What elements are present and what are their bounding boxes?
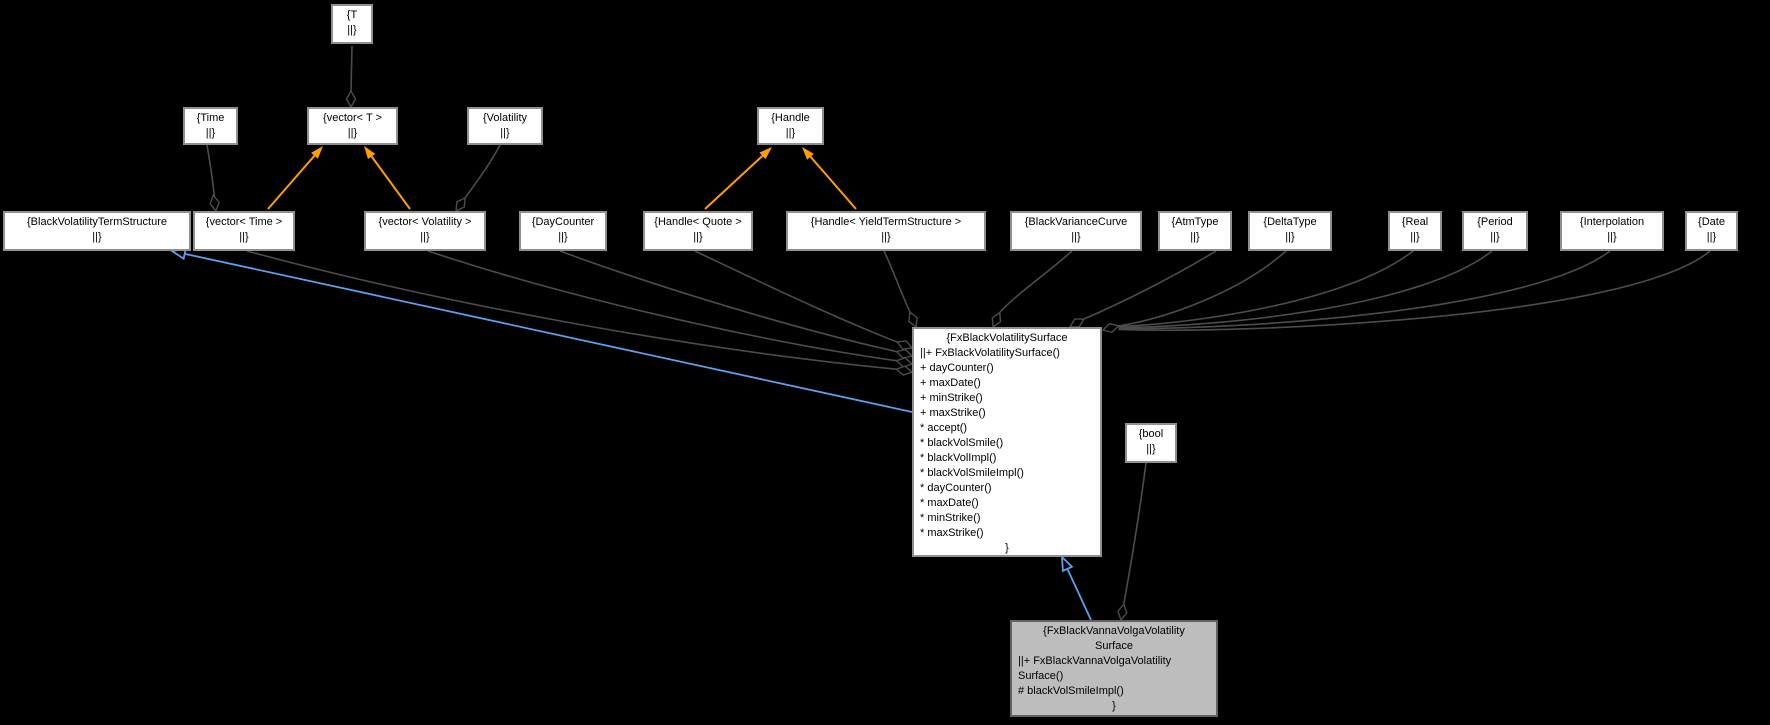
node-black-volatility-term-structure[interactable]: {BlackVolatilityTermStructure ||} (3, 211, 191, 251)
inheritance-arrowheads (169, 247, 1074, 573)
edge-handle-yts-to-handle (807, 153, 857, 210)
edge-surface-to-bvts (183, 252, 913, 413)
edge-vector-time-to-vector-t (267, 152, 318, 210)
arrowhead-handle-right (802, 147, 814, 160)
edge-atm-type-to-surface (1083, 250, 1217, 320)
inheritance-edges (183, 252, 1092, 621)
diamond-surface-left-4 (895, 340, 914, 350)
edge-black-variance-curve-to-surface (999, 250, 1073, 314)
edge-delta-type-to-surface (1118, 250, 1287, 327)
arrowhead-handle-left (759, 147, 772, 160)
diamond-surface-top-2 (991, 311, 1002, 329)
node-volatility[interactable]: {Volatility ||} (467, 107, 543, 145)
edge-bool-to-vanna-volga (1123, 462, 1147, 605)
edge-real-to-surface (1118, 250, 1414, 328)
edge-day-counter-to-surface (559, 250, 897, 353)
arrowhead-vector-t-right (364, 146, 376, 160)
edge-interpolation-to-surface (1118, 250, 1611, 330)
edge-vector-volatility-to-vector-t (369, 153, 411, 210)
aggregation-edges (206, 45, 1711, 605)
edge-period-to-surface (1118, 250, 1493, 329)
node-black-variance-curve[interactable]: {BlackVarianceCurve ||} (1010, 211, 1142, 251)
template-edges (267, 152, 857, 210)
diamond-surface-left-1 (894, 365, 914, 376)
node-delta-type[interactable]: {DeltaType ||} (1248, 211, 1332, 251)
edge-date-to-surface (1118, 250, 1711, 331)
template-arrowheads (311, 146, 814, 160)
diamond-vector-time (209, 193, 220, 213)
node-handle-quote[interactable]: {Handle< Quote > ||} (643, 211, 753, 251)
arrowhead-vector-t-left (311, 146, 323, 159)
node-real[interactable]: {Real ||} (1388, 211, 1442, 251)
diamond-surface-left-2 (894, 357, 914, 368)
node-date[interactable]: {Date ||} (1685, 211, 1738, 251)
diamond-vanna-volga-bool (1117, 602, 1128, 622)
node-day-counter[interactable]: {DayCounter ||} (519, 211, 607, 251)
edge-handle-quote-to-handle (704, 153, 766, 210)
node-period[interactable]: {Period ||} (1462, 211, 1528, 251)
diamond-surface-left-3 (895, 348, 914, 359)
node-handle-yield-term-structure[interactable]: {Handle< YieldTermStructure > ||} (786, 211, 986, 251)
node-vector-t[interactable]: {vector< T > ||} (307, 107, 398, 145)
node-fx-black-volatility-surface[interactable]: {FxBlackVolatilitySurface ||+ FxBlackVol… (912, 327, 1102, 557)
edge-handle-yts-to-surface (883, 250, 911, 313)
node-handle[interactable]: {Handle ||} (757, 107, 824, 145)
diamond-vector-volatility (455, 196, 466, 213)
node-vector-volatility[interactable]: {vector< Volatility > ||} (364, 211, 486, 251)
node-fx-black-vanna-volga-volatility-surface[interactable]: {FxBlackVannaVolgaVolatility Surface ||+… (1010, 620, 1218, 717)
edge-t-to-vector-t (350, 45, 353, 93)
edge-time-to-vector-time (206, 144, 216, 198)
node-bool[interactable]: {bool ||} (1125, 423, 1177, 463)
diamond-surface-top-1 (908, 310, 918, 329)
edge-vanna-volga-to-surface (1066, 567, 1092, 621)
edge-volatility-to-vector-volatility (464, 144, 501, 199)
node-interpolation[interactable]: {Interpolation ||} (1560, 211, 1664, 251)
diamond-vector-t (345, 89, 357, 109)
node-t[interactable]: {T ||} (331, 4, 373, 44)
edge-vector-time-to-surface (246, 250, 897, 370)
diamond-surface-top-3 (1068, 318, 1086, 328)
edge-handle-quote-to-surface (694, 250, 898, 343)
node-time[interactable]: {Time ||} (183, 107, 238, 145)
edge-vector-volatility-to-surface (427, 250, 897, 362)
arrowhead-surface-bottom (1060, 554, 1074, 573)
diamond-surface-bundle (1101, 322, 1120, 334)
node-vector-time[interactable]: {vector< Time > ||} (193, 211, 295, 251)
node-atm-type[interactable]: {AtmType ||} (1158, 211, 1232, 251)
aggregation-diamonds (209, 89, 1128, 622)
